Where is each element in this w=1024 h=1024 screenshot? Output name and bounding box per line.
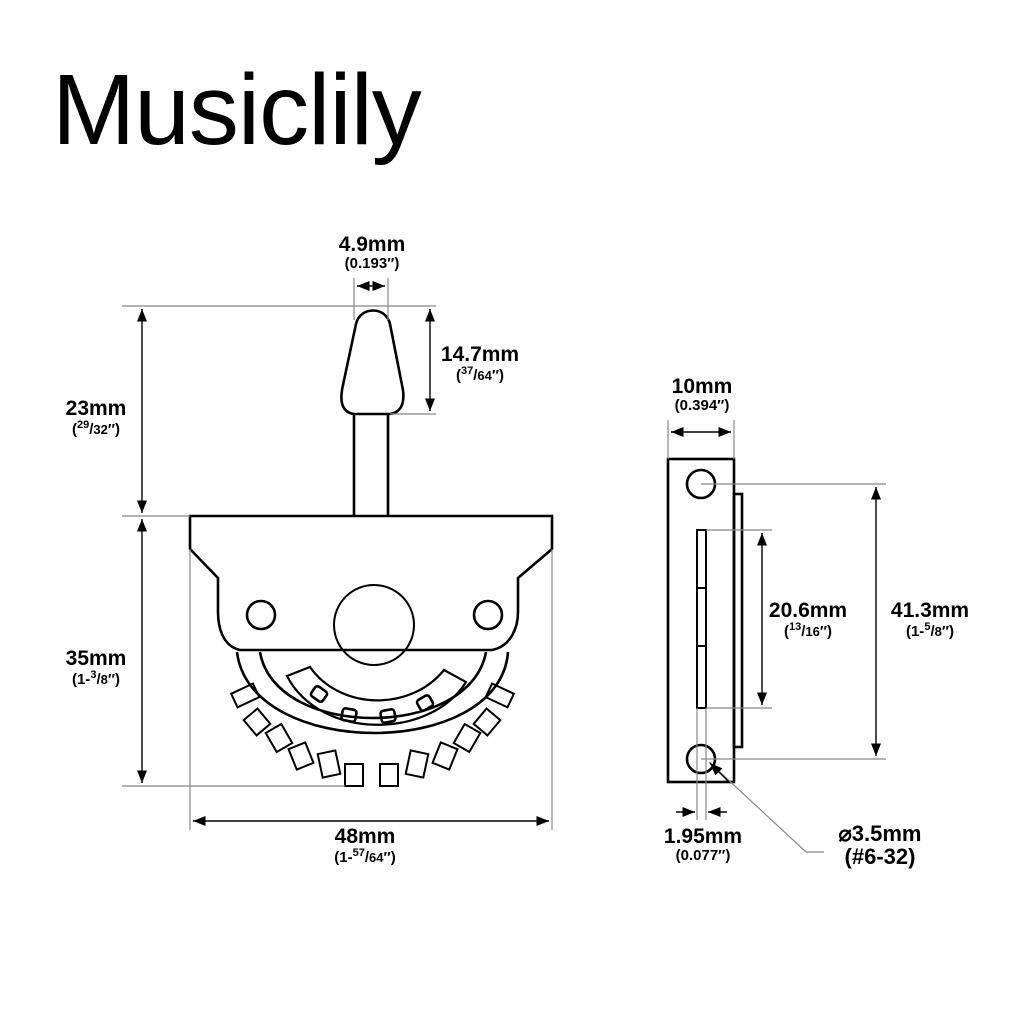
label-body-width: 48mm (1-57/64″) <box>334 825 396 867</box>
label-tip-width: 4.9mm (0.193″) <box>338 233 406 273</box>
front-dimension-lines <box>122 278 553 830</box>
hole-leader-arrow <box>709 762 731 784</box>
pivot-circle <box>333 584 415 666</box>
mounting-hole-right <box>472 599 504 631</box>
side-dimension-lines <box>667 420 886 853</box>
label-body-height: 35mm (1-3/8″) <box>65 647 127 689</box>
solder-lugs <box>229 682 516 787</box>
label-hole-spacing: 41.3mm (1-5/8″) <box>890 599 970 641</box>
label-slot-width: 1.95mm (0.077″) <box>663 825 743 865</box>
lever-shaft <box>352 414 390 516</box>
contact-slot <box>285 665 468 726</box>
label-tip-height: 14.7mm (37/64″) <box>440 343 520 385</box>
front-view <box>188 309 554 787</box>
wafer-outer-arc <box>235 651 510 735</box>
label-lever-height: 23mm (29/32″) <box>65 397 127 439</box>
wafer-inner-arc <box>258 651 488 720</box>
side-view <box>666 457 744 784</box>
brand-logo-text: Musiclily <box>52 54 422 166</box>
side-slot <box>696 529 707 709</box>
label-hole-diameter: ⌀3.5mm (#6-32) <box>838 821 922 870</box>
side-plate <box>666 457 736 784</box>
mounting-plate <box>188 514 554 652</box>
label-slot-length: 20.6mm (13/16″) <box>768 599 848 641</box>
lever-tip <box>340 309 405 416</box>
mounting-hole-left <box>245 599 277 631</box>
label-plate-width: 10mm (0.394″) <box>671 375 733 415</box>
side-wafer <box>732 492 744 749</box>
